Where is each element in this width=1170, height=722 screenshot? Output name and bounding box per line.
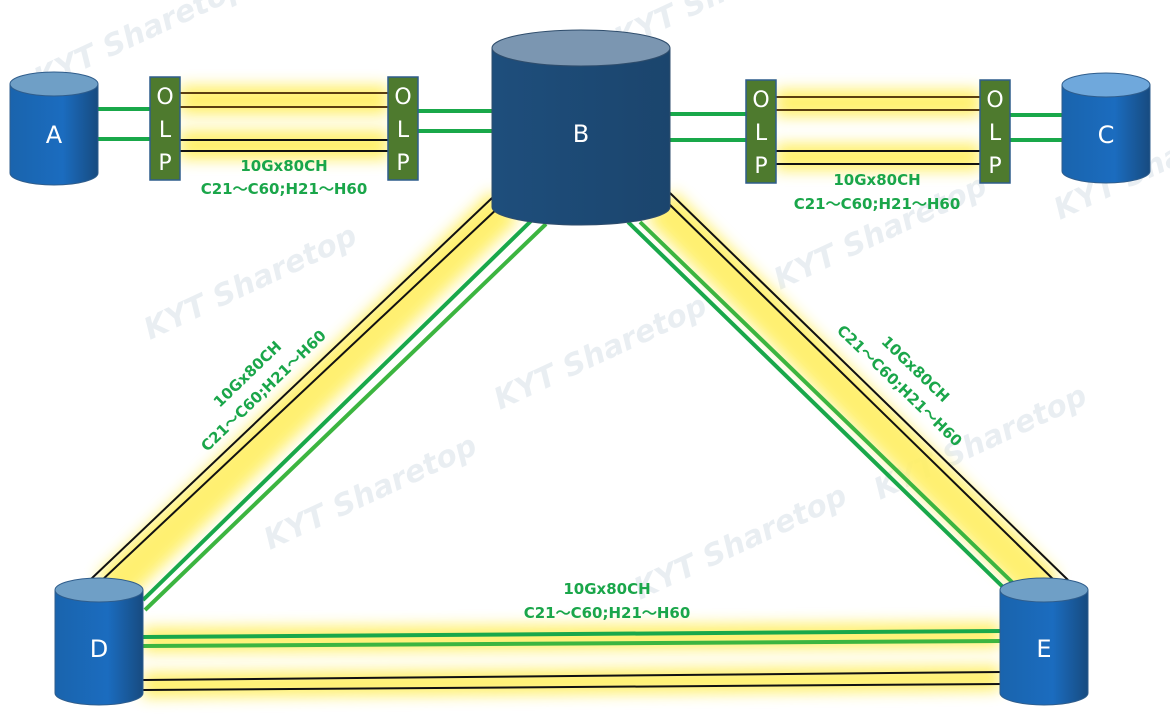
node-a-label: A (46, 121, 63, 149)
olp-letter: O (986, 88, 1003, 113)
node-b-label: B (573, 120, 589, 148)
olp-letter: P (988, 154, 1001, 179)
olp-letter: L (989, 121, 1002, 146)
olp-letter: P (158, 151, 171, 176)
node-c[interactable]: C (1061, 72, 1151, 184)
svg-text:10Gx80CH: 10Gx80CH (240, 157, 327, 175)
node-c-label: C (1098, 121, 1115, 149)
svg-text:KYT Sharetop: KYT Sharetop (489, 288, 713, 417)
fiber-glow (96, 85, 1060, 698)
fiber-a-b (98, 92, 494, 152)
olp-letter: L (397, 118, 410, 143)
olp-letter: P (754, 154, 767, 179)
svg-text:C21～C60;H21～H60: C21～C60;H21～H60 (794, 195, 961, 213)
olp-2[interactable]: O L P (387, 76, 419, 181)
olp-letter: P (396, 151, 409, 176)
olp-letter: L (159, 118, 172, 143)
svg-text:C21～C60;H21～H60: C21～C60;H21～H60 (201, 180, 368, 198)
node-e[interactable]: E (999, 577, 1089, 706)
fiber-b-e (626, 192, 1069, 592)
node-b[interactable]: B (491, 29, 671, 226)
svg-text:10Gx80CH: 10Gx80CH (833, 171, 920, 189)
link-label-d-e: 10Gx80CH C21～C60;H21～H60 (524, 580, 691, 622)
svg-text:KYT Sharetop: KYT Sharetop (259, 428, 483, 557)
link-label-b-c: 10Gx80CH C21～C60;H21～H60 (794, 171, 961, 213)
olp-letter: O (394, 85, 411, 110)
olp-letter: O (156, 85, 173, 110)
olp-letter: L (755, 121, 768, 146)
olp-4[interactable]: O L P (979, 79, 1011, 184)
olp-3[interactable]: O L P (745, 79, 777, 184)
node-a[interactable]: A (9, 71, 99, 186)
node-e-label: E (1036, 635, 1051, 663)
svg-text:KYT Sharetop: KYT Sharetop (139, 218, 363, 347)
fiber-b-d (89, 197, 548, 612)
olp-1[interactable]: O L P (149, 76, 181, 181)
svg-text:C21～C60;H21～H60: C21～C60;H21～H60 (524, 604, 691, 622)
svg-text:10Gx80CH: 10Gx80CH (563, 580, 650, 598)
svg-text:KYT Sharetop: KYT Sharetop (629, 478, 853, 607)
fiber-d-e (142, 629, 1003, 691)
olp-letter: O (752, 88, 769, 113)
node-d[interactable]: D (54, 577, 144, 706)
fiber-b-c (670, 96, 1064, 165)
link-label-a-b: 10Gx80CH C21～C60;H21～H60 (201, 157, 368, 198)
node-d-label: D (90, 635, 108, 663)
